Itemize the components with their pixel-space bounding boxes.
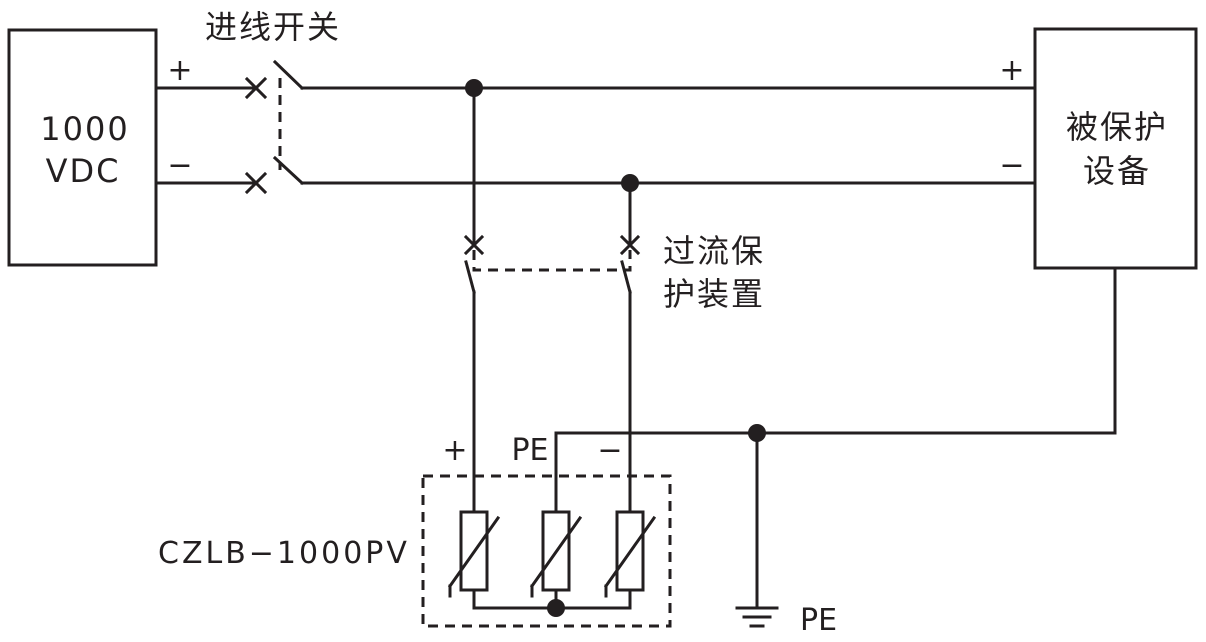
- overcurrent-contact-positive: [463, 234, 485, 256]
- switch-contact-negative: [244, 171, 268, 195]
- ground-pe-label: PE: [800, 603, 837, 638]
- switch-contact-positive: [244, 76, 268, 100]
- switch-blade-negative: [272, 155, 305, 186]
- overcurrent-device-label-line1: 过流保: [663, 232, 765, 270]
- overcurrent-mechanical-link: [472, 250, 632, 272]
- ground-icon: [735, 606, 779, 628]
- spd-enclosure: [421, 474, 672, 628]
- switch-blade-positive: [272, 59, 305, 91]
- protected-equipment-label-line1: 被保护: [1066, 108, 1168, 146]
- overcurrent-device-label-line2: 护装置: [663, 275, 765, 313]
- pe-wire-equipment: [554, 266, 1117, 514]
- varistor-negative: [603, 510, 657, 598]
- spd-terminal-pe: PE: [511, 433, 548, 468]
- equipment-minus-sign: −: [999, 148, 1024, 183]
- overcurrent-blade-negative: [620, 260, 632, 294]
- source-minus-sign: −: [167, 148, 192, 183]
- varistor-pe: [529, 510, 583, 598]
- overcurrent-contact-negative: [619, 234, 641, 256]
- spd-model-label: CZLB−1000PV: [158, 536, 410, 571]
- protected-equipment-box: [1033, 27, 1198, 270]
- junction-spd-common: [547, 599, 565, 617]
- protected-equipment-label-line2: 设备: [1083, 152, 1151, 190]
- varistor-positive: [447, 510, 501, 598]
- dc-source-label-line2: VDC: [46, 152, 121, 190]
- incoming-switch-label: 进线开关: [205, 8, 341, 46]
- dc-source-box: [7, 28, 158, 267]
- dc-source-label-line1: 1000: [40, 110, 129, 148]
- spd-terminal-minus: −: [597, 433, 622, 468]
- equipment-plus-sign: +: [999, 53, 1024, 88]
- spd-terminal-plus: +: [442, 433, 467, 468]
- source-plus-sign: +: [167, 53, 192, 88]
- overcurrent-blade-positive: [464, 260, 476, 294]
